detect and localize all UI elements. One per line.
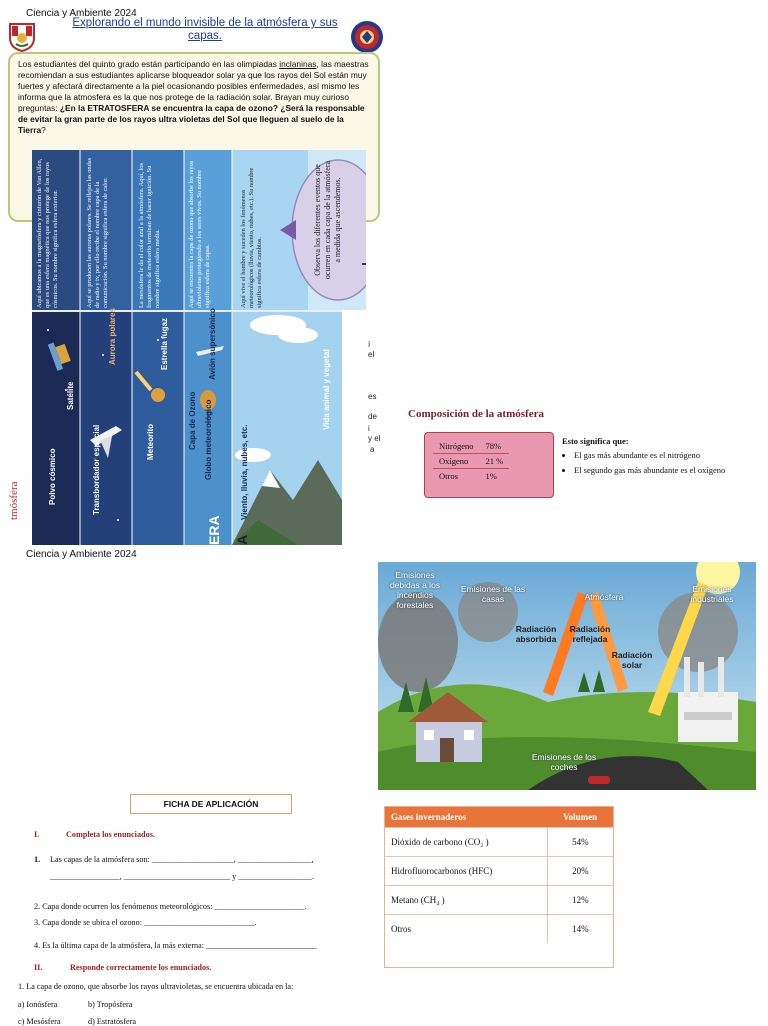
thermosphere-description: Aquí se producen las auroras polares. Se… — [86, 157, 109, 308]
header-volume: Volumen — [547, 807, 613, 828]
notes-title: Esto significa que: — [562, 436, 629, 446]
cell-volume: 54% — [546, 827, 613, 857]
section-number: I. — [34, 830, 40, 839]
header-gas: Gases invernaderos — [385, 807, 548, 828]
option-a[interactable]: a) Ionósfera — [18, 1000, 58, 1009]
label-industrial-emissions: Emisiones industriales — [690, 584, 734, 604]
label-fire-emissions: Emisiones debidas a los incendios forest… — [389, 570, 441, 610]
label-atmosphere: Atmósfera — [584, 592, 624, 602]
cell-gas: Oxígeno — [433, 453, 480, 469]
label-absorbed-radiation: Radiación absorbida — [515, 624, 557, 644]
text-fragment: a — [370, 445, 375, 454]
space-shuttle-illustration — [90, 426, 122, 458]
exosphere-description: Aquí ubicamos a la magnetósfera y cintur… — [36, 158, 59, 308]
section-number: II. — [34, 963, 43, 972]
question-4[interactable]: 4. Es la última capa de la atmósfera, la… — [34, 941, 317, 950]
cell-volume: 12% — [546, 885, 613, 915]
satellite-illustration — [47, 342, 71, 371]
cell-gas: Otros — [439, 471, 458, 481]
cell-volume: 20% — [546, 856, 613, 886]
section-title: Completa los enunciados. — [66, 830, 155, 839]
composition-title: Composición de la atmósfera — [408, 408, 544, 420]
cell-gas: Nitrógeno — [433, 439, 480, 454]
weather-balloon-illustration — [200, 390, 216, 425]
question-2[interactable]: 2. Capa donde ocurren los fenómenos mete… — [34, 902, 307, 911]
mesosphere-description: La mesósfera le da el color azul a la at… — [138, 163, 161, 308]
cell-gas: Metano (CH₄ ) — [385, 885, 548, 915]
worksheet-title: FICHA DE APLICACIÓN — [130, 794, 292, 814]
text-fragment: í — [368, 340, 371, 349]
text-fragment: el — [368, 350, 375, 359]
label-plant-animal-life: Vida animal y vegetal — [322, 349, 331, 430]
atmosphere-layers-infographic: Aquí ubicamos a la magnetósfera y cintur… — [8, 140, 366, 545]
list-item: El gas más abundante es el nitrógeno — [574, 450, 762, 460]
page-title: Explorando el mundo invisible de la atmó… — [72, 17, 338, 42]
table-row: Dióxido de carbono (CO₂ )54% — [385, 827, 613, 857]
label-shooting-star: Estrella fugaz — [160, 317, 169, 370]
cell-gas: Hidrofluorocarbonos (HFC) — [385, 856, 548, 886]
label-supersonic-plane: Avión supersónico — [208, 308, 217, 380]
side-label-atmosfera: tmósfera — [8, 481, 20, 520]
cloud-caption: Observa los diferentes eventos que ocurr… — [313, 160, 342, 280]
label-ozone-layer: Capa de Ozono — [188, 391, 197, 450]
option-d[interactable]: d) Estratósfera — [88, 1017, 136, 1026]
bottom-fragment-a: A — [234, 534, 250, 545]
label-solar-radiation: Radiación solar — [611, 650, 653, 670]
house-illustration — [408, 692, 488, 762]
bottom-fragment-era: ERA — [206, 515, 222, 545]
option-b[interactable]: b) Tropósfera — [88, 1000, 133, 1009]
composition-notes: Esto significa que: El gas más abundante… — [562, 436, 762, 480]
story-text: Los estudiantes del quinto grado están p… — [18, 59, 369, 135]
list-item: El segundo gas más abundante es el oxíge… — [574, 465, 762, 475]
text-fragment: es — [368, 392, 377, 401]
text-fragment: y el — [368, 434, 381, 443]
cell-gas: Otros — [385, 914, 548, 943]
label-reflected-radiation: Radiación reflejada — [569, 624, 611, 644]
school-seal-logo — [351, 21, 383, 53]
supersonic-plane-illustration — [196, 346, 224, 356]
troposphere-description: Aquí vive el hombre y suceden los fenóme… — [240, 167, 263, 308]
label-space-shuttle: Transbordador espacial — [92, 424, 101, 515]
text-fragment: i — [368, 424, 370, 433]
question-3[interactable]: 3. Capa donde se ubica el ozono: _______… — [34, 918, 257, 927]
table-row: Hidrofluorocarbonos (HFC)20% — [385, 856, 613, 886]
meteorite-illustration — [134, 370, 165, 402]
question-1[interactable]: Las capas de la atmósfera son: _________… — [50, 855, 314, 864]
text-fragment: de — [368, 412, 377, 421]
cell-pct: 21 % — [479, 453, 510, 469]
label-home-emissions: Emisiones de las casas — [460, 584, 526, 604]
label-aurora: Aurora polares — [108, 308, 117, 365]
question-1-line-2[interactable]: _________________, _____________________… — [50, 872, 315, 881]
table-row: Otros 1% — [433, 469, 509, 484]
page-header: Ciencia y Ambiente 2024 — [26, 549, 137, 560]
school-crest-logo — [9, 23, 35, 52]
cell-pct: 1% — [485, 471, 497, 481]
cell-volume: 14% — [546, 914, 613, 943]
question-5: 1. La capa de ozono, que absorbe los ray… — [18, 982, 294, 991]
label-meteorite: Meteorito — [146, 424, 155, 460]
label-car-emissions: Emisiones de los coches — [531, 752, 597, 772]
label-satellite: Satélite — [66, 381, 75, 410]
cell-gas: Dióxido de carbono (CO₂ ) — [385, 827, 548, 857]
cell-pct: 78% — [479, 439, 510, 454]
factory-illustration — [678, 657, 738, 742]
label-cosmic-dust: Polvo cósmico — [48, 448, 57, 505]
question-number: 1. — [34, 855, 41, 864]
table-row: Metano (CH₄ )12% — [385, 885, 613, 915]
page-header: Ciencia y Ambiente 2024 — [26, 8, 137, 19]
section-title: Responde correctamente los enunciados. — [70, 963, 212, 972]
option-c[interactable]: c) Mesósfera — [18, 1017, 61, 1026]
stratosphere-description: Aquí se encuentra la capa de ozono que a… — [188, 160, 211, 308]
label-weather-events: Viento, lluvia, nubes, etc. — [240, 424, 249, 520]
greenhouse-illustration: Emisiones debidas a los incendios forest… — [378, 562, 756, 790]
car-illustration — [588, 776, 610, 784]
label-weather-balloon: Globo meteorológico — [204, 399, 213, 480]
